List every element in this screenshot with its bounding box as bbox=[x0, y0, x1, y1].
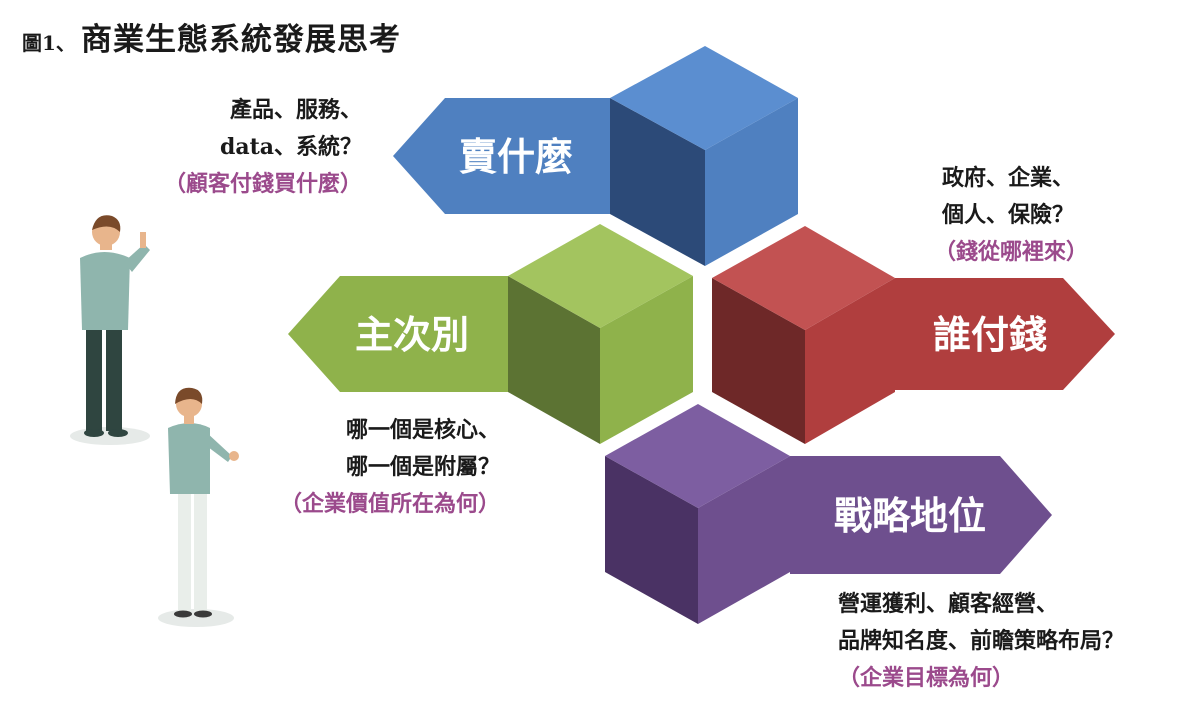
payer-question-line2: 個人、保險？ bbox=[942, 202, 1075, 228]
block-strategy-cube-right bbox=[698, 456, 790, 624]
priority-question-note: （企業價值所在為何） bbox=[279, 491, 500, 517]
block-priority-arrow bbox=[288, 276, 508, 392]
block-sell-cube-right bbox=[705, 98, 798, 266]
payer-question-note: （錢從哪裡來） bbox=[934, 239, 1089, 265]
block-payer-cube-top bbox=[712, 226, 895, 330]
block-strategy-label: 戰略地位 bbox=[834, 494, 986, 538]
block-priority: 主次別 bbox=[288, 224, 693, 444]
sell-question-line1: 產品、服務、 bbox=[229, 97, 362, 123]
sell-question: 產品、服務、 data、系統？ （顧客付錢買什麼） bbox=[164, 92, 362, 203]
block-strategy: 戰略地位 bbox=[605, 404, 1052, 624]
standing-woman-icon bbox=[168, 387, 239, 618]
strategy-question-note: （企業目標為何） bbox=[838, 665, 1015, 691]
block-payer-arrow bbox=[895, 278, 1115, 390]
block-sell-cube-left bbox=[610, 98, 705, 266]
block-strategy-cube-top bbox=[605, 404, 790, 508]
strategy-question-line1: 營運獲利、顧客經營、 bbox=[838, 591, 1059, 617]
block-sell-label: 賣什麼 bbox=[459, 135, 573, 179]
block-sell: 賣什麼 bbox=[393, 46, 798, 266]
block-payer-cube-right bbox=[805, 278, 895, 444]
figure-title-text: 商業生態系統發展思考 bbox=[81, 22, 402, 58]
standing-man-icon bbox=[80, 215, 150, 437]
sell-question-line2: data、系統？ bbox=[219, 134, 362, 160]
block-payer-cube-left bbox=[712, 278, 805, 444]
payer-question: 政府、企業、 個人、保險？ （錢從哪裡來） bbox=[934, 160, 1088, 271]
payer-question-line1: 政府、企業、 bbox=[942, 165, 1075, 191]
priority-question: 哪一個是核心、 哪一個是附屬？ （企業價值所在為何） bbox=[280, 412, 500, 523]
block-priority-cube-left bbox=[508, 276, 600, 444]
block-sell-cube-top bbox=[610, 46, 798, 150]
priority-question-line1: 哪一個是核心、 bbox=[345, 417, 500, 443]
figure-title: 圖1、 商業生態系統發展思考 bbox=[22, 14, 401, 59]
block-strategy-arrow bbox=[790, 456, 1052, 574]
block-strategy-cube-left bbox=[605, 456, 698, 624]
block-priority-cube-top bbox=[508, 224, 693, 328]
block-priority-label: 主次別 bbox=[355, 313, 469, 357]
strategy-question: 營運獲利、顧客經營、 品牌知名度、前瞻策略布局？ （企業目標為何） bbox=[838, 586, 1124, 697]
priority-question-line2: 哪一個是附屬？ bbox=[345, 454, 500, 480]
block-payer: 誰付錢 bbox=[712, 226, 1115, 444]
people-illustration bbox=[70, 215, 239, 627]
strategy-question-line2: 品牌知名度、前瞻策略布局？ bbox=[838, 628, 1125, 654]
block-payer-label: 誰付錢 bbox=[933, 313, 1047, 357]
figure-number: 圖1、 bbox=[22, 31, 76, 55]
sell-question-note: （顧客付錢買什麼） bbox=[163, 171, 362, 197]
block-sell-arrow bbox=[393, 98, 610, 214]
block-priority-cube-right bbox=[600, 276, 693, 444]
